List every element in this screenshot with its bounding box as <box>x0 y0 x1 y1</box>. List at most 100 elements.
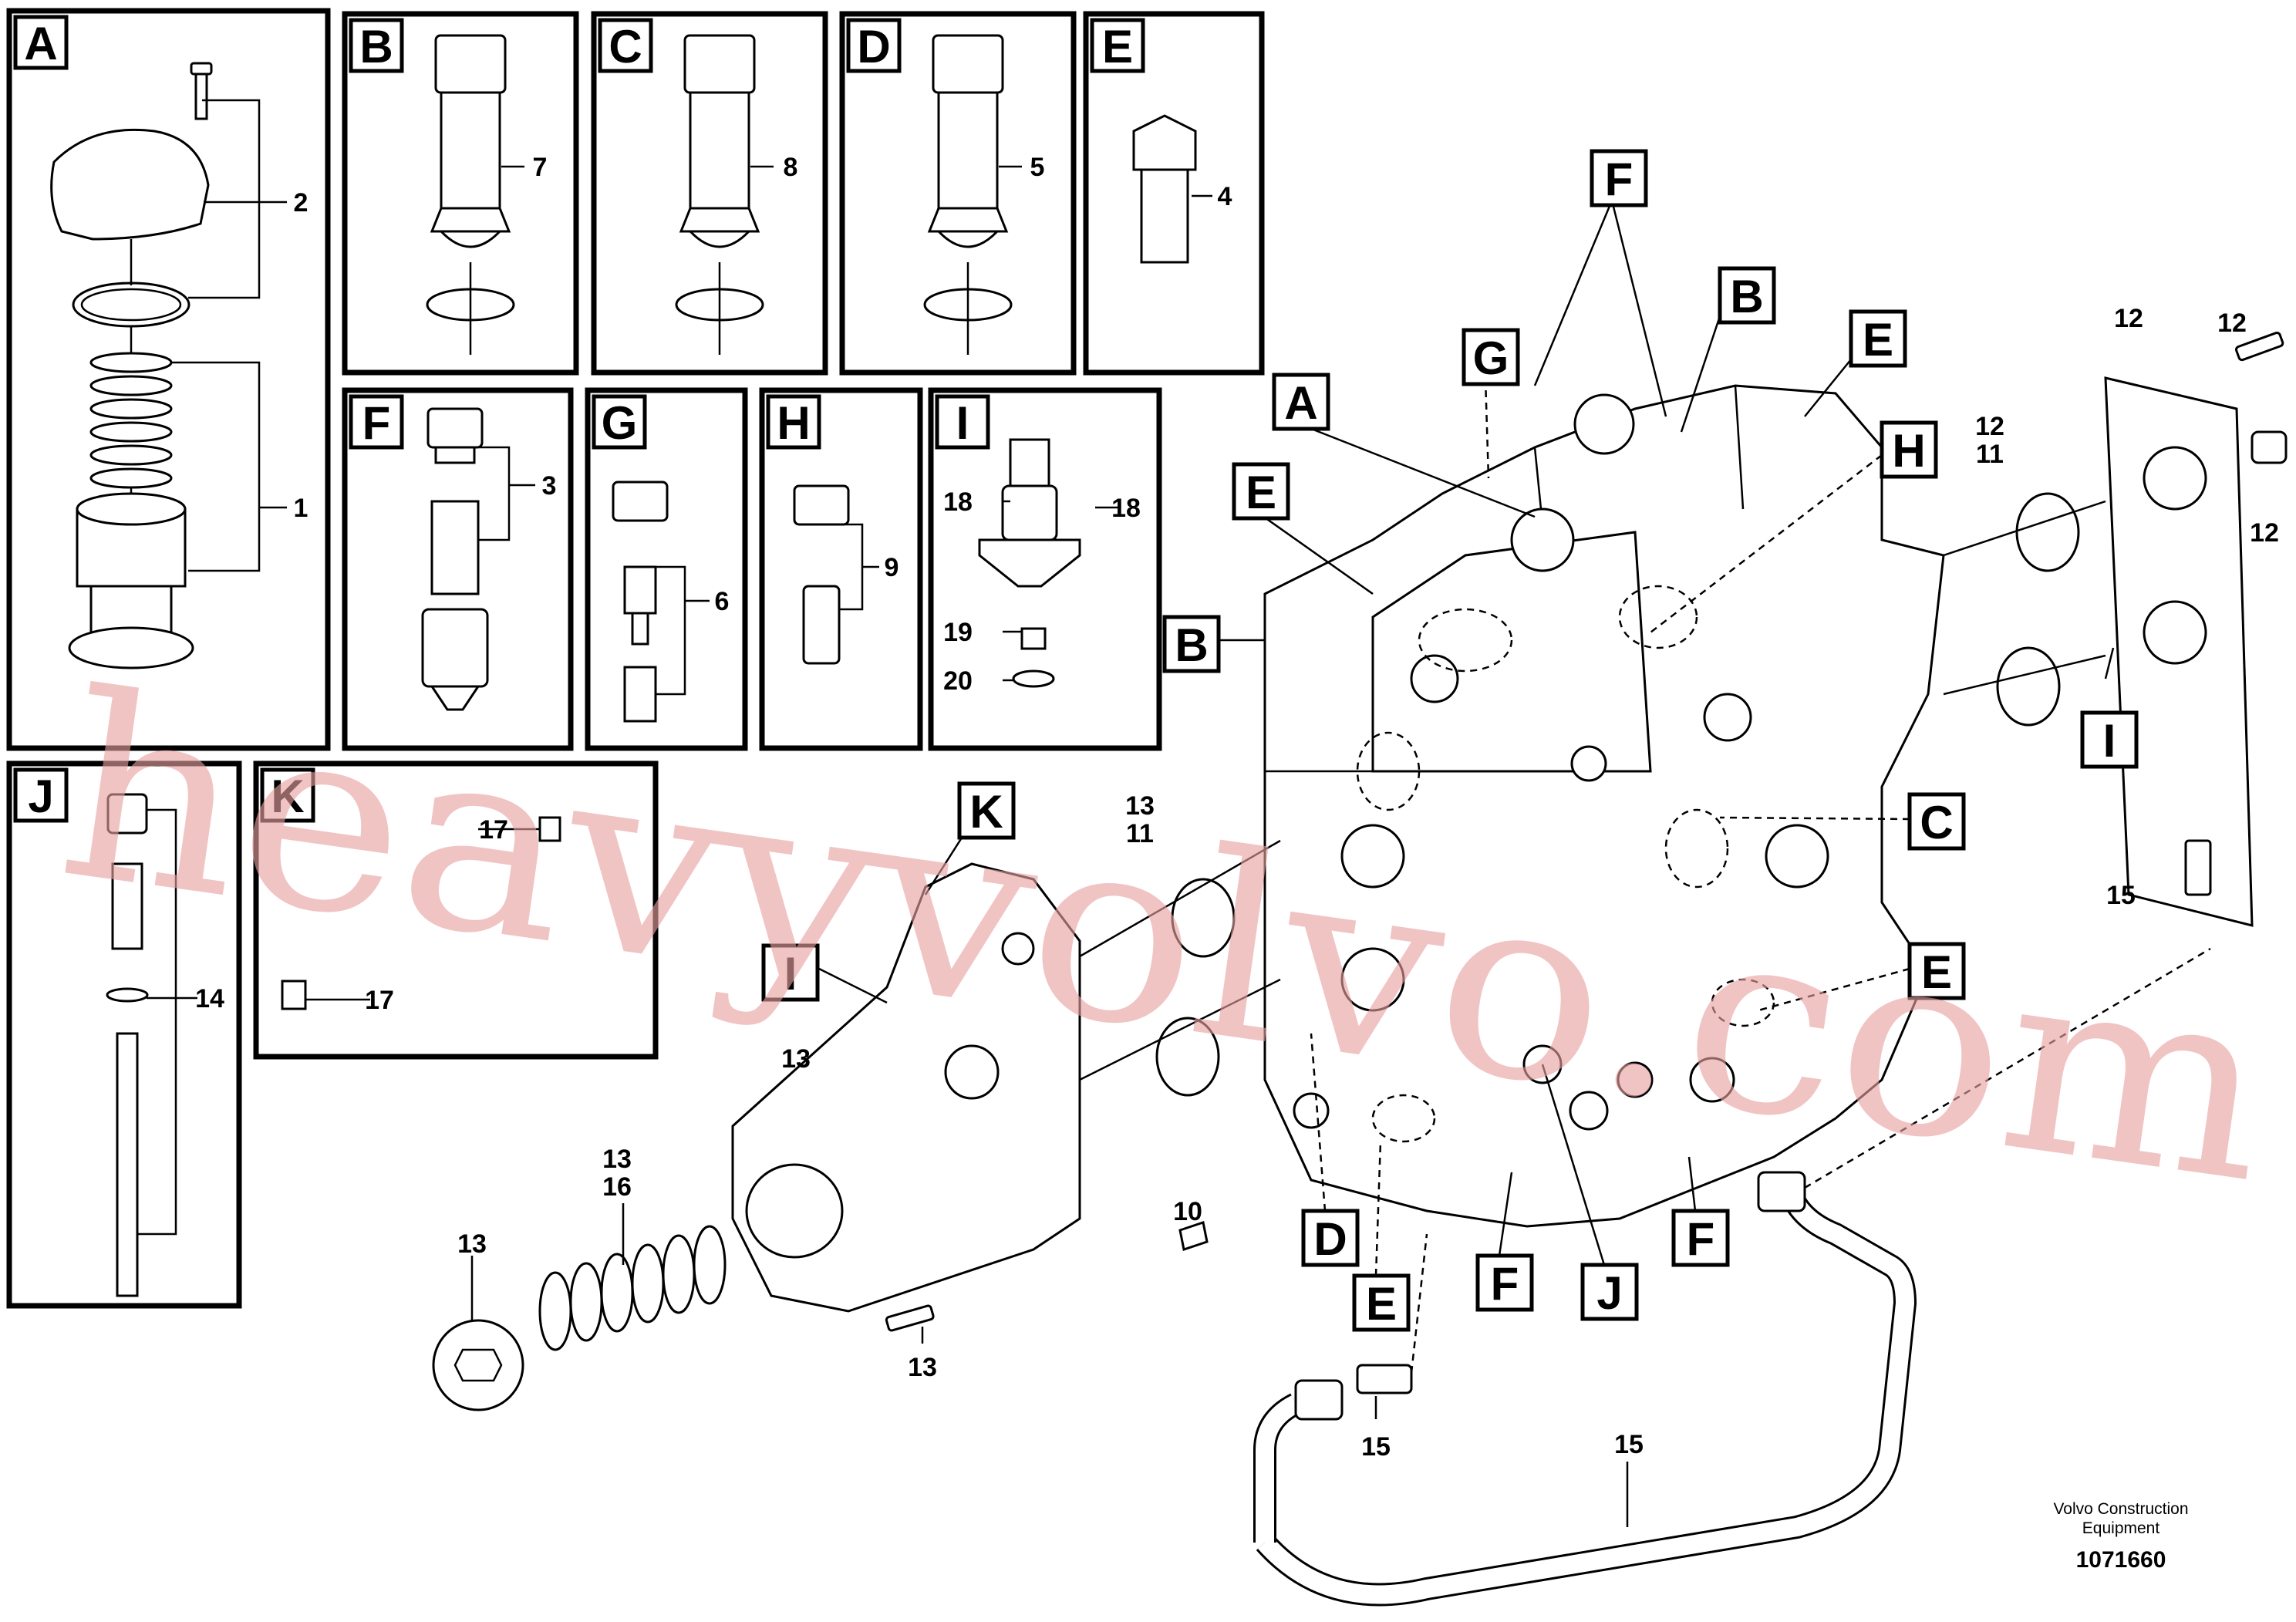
callout-letter: I <box>2103 715 2116 767</box>
callout-letter: F <box>1605 153 1633 205</box>
panel-k: K <box>253 760 659 1060</box>
callout-box <box>1880 420 1938 479</box>
callout-letter: B <box>1730 271 1763 322</box>
part-number: 2 <box>294 188 308 218</box>
callout-box <box>1590 149 1648 207</box>
callout-box <box>1475 1253 1534 1312</box>
tube-15 <box>1253 947 2211 1607</box>
panel-j-parts <box>106 793 197 1297</box>
panel-tag <box>349 18 404 73</box>
panel-tag <box>592 394 647 450</box>
callout-box <box>1272 373 1330 431</box>
callout-letter: B <box>1175 619 1208 671</box>
panel-tag <box>13 15 69 70</box>
footer: Volvo Construction Equipment 1071660 <box>2053 1500 2188 1573</box>
part-number: 15 <box>1361 1432 1391 1462</box>
panel-letter: E <box>1102 21 1133 73</box>
watermark: heavyvolvo.com <box>46 637 2286 1239</box>
callout-j: J <box>1580 1263 1639 1321</box>
callout-letter: E <box>1921 946 1952 998</box>
part-number: 13 <box>457 1229 487 1259</box>
part-number: 12 <box>1975 412 2004 441</box>
panel-letter: I <box>956 397 969 449</box>
panel-frame <box>253 760 659 1060</box>
part-number: 8 <box>784 153 798 182</box>
callout-e: E <box>1232 462 1290 521</box>
callout-box <box>1907 942 1966 1000</box>
part-number: 5 <box>1030 153 1045 182</box>
part-number: 12 <box>2217 309 2247 338</box>
part-number: 9 <box>885 553 899 582</box>
valve-body <box>1263 384 1945 1228</box>
part-number: 13 <box>908 1353 937 1382</box>
part-number: 13 <box>1125 791 1155 821</box>
panel-frame <box>585 387 748 751</box>
callout-letter: A <box>1284 377 1317 429</box>
panel-letter: D <box>857 21 890 73</box>
callout-box <box>1462 328 1520 386</box>
panel-tag <box>598 18 653 73</box>
callout-c: C <box>1907 792 1966 851</box>
callout-box <box>761 943 820 1002</box>
callout-box <box>1352 1273 1411 1332</box>
callout-box <box>1907 792 1966 851</box>
part-number: 17 <box>365 986 394 1015</box>
callout-box <box>957 781 1016 840</box>
callout-box <box>1671 1209 1730 1267</box>
part-number: 6 <box>715 587 730 616</box>
panel-letter: F <box>362 397 391 449</box>
callout-letter: G <box>1473 332 1509 384</box>
left-housing <box>731 839 1281 1313</box>
callout-box <box>1232 462 1290 521</box>
callout-box <box>1162 615 1221 673</box>
plug-and-spring <box>432 1203 935 1411</box>
callout-letter: J <box>1596 1267 1622 1319</box>
callout-h: H <box>1880 420 1938 479</box>
panel-h: H <box>759 387 923 751</box>
panel-letter: G <box>602 397 638 449</box>
panel-tag <box>260 767 315 823</box>
part-number: 13 <box>602 1145 632 1174</box>
panel-fghi-parts <box>421 407 1118 723</box>
callout-box <box>1301 1209 1360 1267</box>
panel-bcd-parts <box>426 34 1212 355</box>
callout-letter: D <box>1313 1213 1347 1265</box>
footer-code: 1071660 <box>2076 1547 2166 1573</box>
panel-tag <box>349 394 404 450</box>
callout-box <box>1580 1263 1639 1321</box>
part-number: 16 <box>602 1172 632 1202</box>
callout-b: B <box>1718 266 1776 325</box>
callout-i: I <box>2080 710 2139 769</box>
part-number: 20 <box>943 666 973 696</box>
part-number: 15 <box>1614 1430 1644 1459</box>
panel-tag <box>766 394 821 450</box>
callout-e: E <box>1907 942 1966 1000</box>
footer-line2: Equipment <box>2082 1519 2160 1537</box>
callout-d: D <box>1301 1209 1360 1267</box>
callout-leaders <box>809 200 2115 1276</box>
panel-letter: B <box>359 21 393 73</box>
callout-e: E <box>1352 1273 1411 1332</box>
callout-letter: H <box>1892 425 1925 477</box>
part-number: 14 <box>195 984 224 1013</box>
callout-letter: F <box>1687 1213 1715 1265</box>
callout-box <box>1718 266 1776 325</box>
part-number: 13 <box>781 1044 811 1074</box>
callout-box <box>1849 309 1907 368</box>
panel-g: G <box>585 387 748 751</box>
callout-g: G <box>1462 328 1520 386</box>
line-art <box>50 34 2288 1607</box>
callout-letter: E <box>1863 314 1893 366</box>
part-number: 19 <box>943 618 973 647</box>
part-number: 11 <box>1976 440 2004 469</box>
callout-f: F <box>1671 1209 1730 1267</box>
part-number: 10 <box>1173 1197 1202 1226</box>
cover-plate-right <box>1943 331 2288 927</box>
part-number: 18 <box>943 487 973 517</box>
callout-letter: E <box>1246 467 1276 518</box>
panel-tag <box>846 18 902 73</box>
part-number: 1 <box>294 494 308 523</box>
part-number: 4 <box>1218 182 1232 211</box>
callout-f: F <box>1590 149 1648 207</box>
